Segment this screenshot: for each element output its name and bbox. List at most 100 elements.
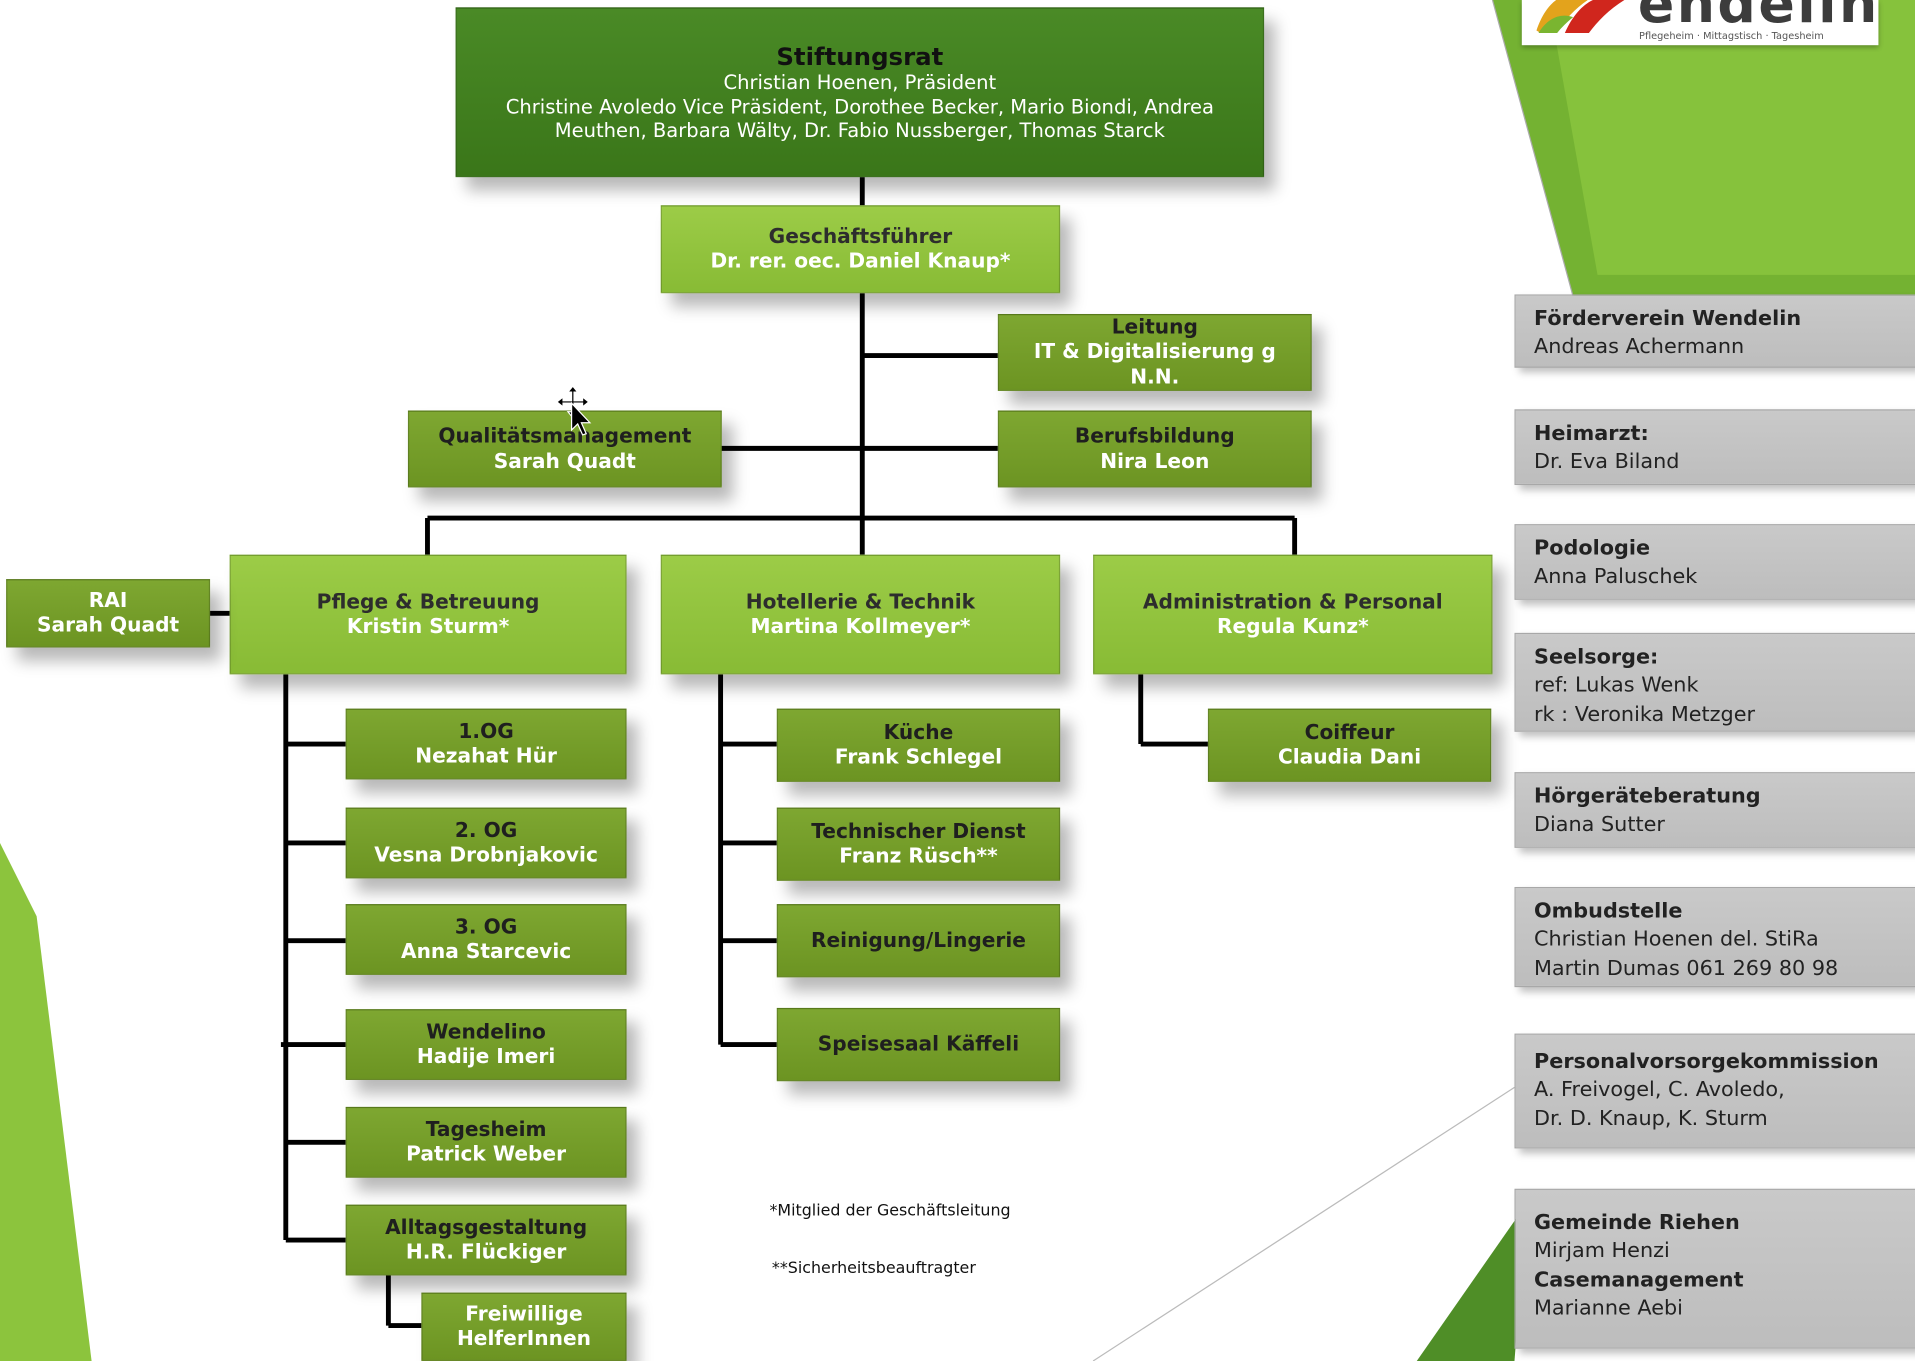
hotel-unit-box: Speisesaal Käffeli xyxy=(776,1007,1061,1082)
external-box-hoergeraete: Hörgeräteberatung Diana Sutter xyxy=(1514,772,1915,848)
quality-box: Qualitätsmanagement Sarah Quadt xyxy=(407,410,722,488)
logo-tagline: Pflegeheim · Mittagstisch · Tagesheim xyxy=(1639,30,1824,42)
admin-dept-name: Regula Kunz* xyxy=(1216,614,1369,638)
external-title: Seelsorge: xyxy=(1534,645,1659,670)
external-box-heimarzt: Heimarzt: Dr. Eva Biland xyxy=(1514,409,1915,486)
care-unit-role: Alltagsgestaltung xyxy=(385,1215,588,1239)
logo-wordmark: endelin xyxy=(1637,0,1879,36)
care-unit-box: Wendelino Hadije Imeri xyxy=(345,1009,627,1081)
it-line2: IT & Digitalisierung g xyxy=(1033,340,1276,364)
logo-leaves-icon xyxy=(1536,0,1625,33)
hotel-unit-role: Reinigung/Lingerie xyxy=(810,928,1026,952)
external-line: Mirjam Henzi xyxy=(1534,1239,1670,1264)
training-name: Nira Leon xyxy=(1100,448,1210,473)
quality-name: Sarah Quadt xyxy=(493,448,636,473)
bg-line xyxy=(1092,1086,1515,1361)
care-unit-name: Nezahat Hür xyxy=(415,744,557,768)
admin-unit-name: Claudia Dani xyxy=(1277,745,1422,769)
hotel-unit-name: Frank Schlegel xyxy=(834,745,1003,769)
external-box-gemeinde-riehen: Gemeinde Riehen Mirjam Henzi Casemanagem… xyxy=(1514,1188,1915,1349)
rai-role: RAI xyxy=(88,588,128,612)
external-box-seelsorge: Seelsorge: ref: Lukas Wenk rk : Veronika… xyxy=(1514,632,1915,732)
bg-green-shape-top-light xyxy=(1548,0,1915,275)
board-box: Stiftungsrat Christian Hoenen, Präsident… xyxy=(455,7,1265,178)
external-title: Ombudstelle xyxy=(1534,899,1683,924)
footnote-safety: **Sicherheitsbeauftragter xyxy=(771,1259,976,1278)
care-unit-name: HelferInnen xyxy=(456,1326,591,1351)
hotel-unit-name: Franz Rüsch** xyxy=(839,844,998,868)
external-line: rk : Veronika Metzger xyxy=(1534,702,1756,727)
quality-role: Qualitätsmanagement xyxy=(438,424,692,448)
care-unit-role: Wendelino xyxy=(426,1019,546,1044)
board-members-line1: Christine Avoledo Vice Präsident, Doroth… xyxy=(505,95,1214,119)
care-unit-role: 3. OG xyxy=(454,914,518,939)
care-unit-box: Freiwillige HelferInnen xyxy=(421,1292,627,1361)
admin-unit-box: Coiffeur Claudia Dani xyxy=(1207,708,1492,782)
it-box: Leitung IT & Digitalisierung g N.N. xyxy=(997,313,1312,391)
training-box: Berufsbildung Nira Leon xyxy=(997,410,1312,488)
care-unit-role: 1.OG xyxy=(458,719,514,743)
training-role: Berufsbildung xyxy=(1074,424,1235,448)
hotel-unit-role: Küche xyxy=(883,720,954,744)
board-members-line2: Meuthen, Barbara Wälty, Dr. Fabio Nussbe… xyxy=(554,119,1165,143)
external-title: Hörgeräteberatung xyxy=(1534,784,1761,809)
external-line: A. Freivogel, C. Avoledo, xyxy=(1534,1078,1785,1103)
care-unit-role: 2. OG xyxy=(454,818,518,842)
external-title: Personalvorsorgekommission xyxy=(1534,1049,1879,1074)
hotel-unit-box: Technischer Dienst Franz Rüsch** xyxy=(776,807,1061,881)
rai-name: Sarah Quadt xyxy=(37,613,180,637)
care-unit-name: Patrick Weber xyxy=(406,1142,567,1166)
external-box-personalvorsorge: Personalvorsorgekommission A. Freivogel,… xyxy=(1514,1033,1915,1149)
logo: endelin Pflegeheim · Mittagstisch · Tage… xyxy=(1521,0,1879,46)
external-box-podologie: Podologie Anna Paluschek xyxy=(1514,524,1915,600)
admin-unit-role: Coiffeur xyxy=(1304,720,1395,744)
care-dept-name: Kristin Sturm* xyxy=(346,614,510,638)
external-line: Christian Hoenen del. StiRa xyxy=(1534,927,1819,953)
external-line: Anna Paluschek xyxy=(1534,564,1698,590)
hotel-unit-box: Küche Frank Schlegel xyxy=(776,708,1061,782)
external-line: Diana Sutter xyxy=(1534,812,1665,838)
care-unit-box: 1.OG Nezahat Hür xyxy=(345,708,627,780)
care-dept-role: Pflege & Betreuung xyxy=(316,589,540,614)
external-line: Martin Dumas 061 269 80 98 xyxy=(1534,956,1839,981)
it-line3: N.N. xyxy=(1130,364,1180,388)
external-line: Dr. D. Knaup, K. Sturm xyxy=(1534,1106,1768,1132)
hotel-unit-role: Technischer Dienst xyxy=(811,819,1026,843)
care-unit-name: H.R. Flückiger xyxy=(405,1240,567,1264)
rai-box: RAI Sarah Quadt xyxy=(6,579,211,648)
hotel-dept-name: Martina Kollmeyer* xyxy=(750,614,971,638)
care-unit-box: Tagesheim Patrick Weber xyxy=(345,1106,627,1178)
ceo-box: Geschäftsführer Dr. rer. oec. Daniel Kna… xyxy=(660,205,1061,294)
external-box-foerderverein: Förderverein Wendelin Andreas Achermann xyxy=(1514,294,1915,368)
care-unit-name: Hadije Imeri xyxy=(416,1044,556,1068)
external-line: Andreas Achermann xyxy=(1534,335,1745,360)
external-box-ombudstelle: Ombudstelle Christian Hoenen del. StiRa … xyxy=(1514,886,1915,988)
external-title: Casemanagement xyxy=(1534,1268,1744,1293)
care-unit-box: 2. OG Vesna Drobnjakovic xyxy=(345,807,627,879)
hotel-unit-role: Speisesaal Käffeli xyxy=(817,1032,1020,1056)
care-unit-role: Tagesheim xyxy=(425,1117,547,1141)
care-unit-box: 3. OG Anna Starcevic xyxy=(345,904,627,975)
board-president: Christian Hoenen, Präsident xyxy=(723,71,997,95)
external-line: Marianne Aebi xyxy=(1534,1296,1683,1322)
external-title: Gemeinde Riehen xyxy=(1534,1210,1740,1236)
footnote-management: *Mitglied der Geschäftsleitung xyxy=(769,1202,1011,1221)
bg-green-shape-left xyxy=(0,842,92,1361)
external-title: Heimarzt: xyxy=(1534,421,1649,446)
move-cursor-icon xyxy=(555,385,592,436)
care-unit-box: Alltagsgestaltung H.R. Flückiger xyxy=(345,1204,627,1276)
care-unit-name: Vesna Drobnjakovic xyxy=(374,842,598,867)
hotel-unit-box: Reinigung/Lingerie xyxy=(776,904,1061,978)
care-dept-box: Pflege & Betreuung Kristin Sturm* xyxy=(229,554,627,675)
external-title: Podologie xyxy=(1534,536,1651,561)
care-unit-name: Anna Starcevic xyxy=(400,939,572,963)
ceo-role: Geschäftsführer xyxy=(768,224,953,248)
hotel-dept-role: Hotellerie & Technik xyxy=(745,589,976,614)
bg-line xyxy=(1491,0,1577,306)
external-line: ref: Lukas Wenk xyxy=(1534,673,1699,699)
board-title: Stiftungsrat xyxy=(776,41,944,71)
bg-green-shape-bottom xyxy=(1416,1203,1527,1361)
